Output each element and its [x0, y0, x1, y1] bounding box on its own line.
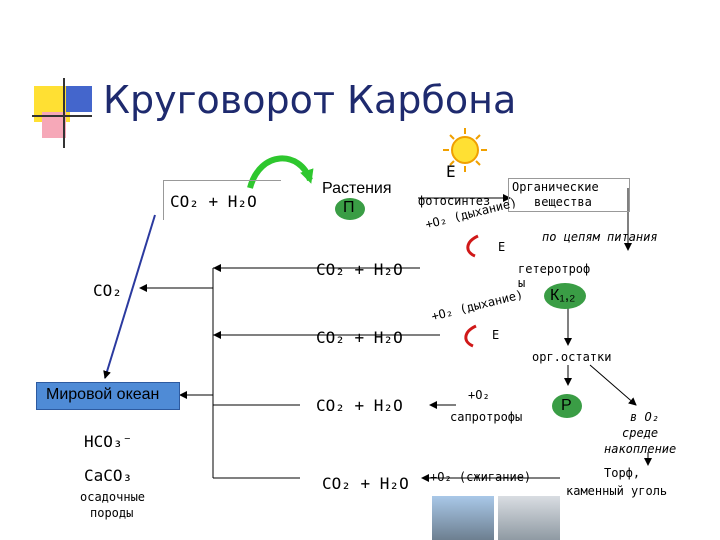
food-chains-label: по цепям питания — [542, 230, 658, 244]
saprotrophs-label: сапротрофы — [450, 410, 523, 424]
organic-line2: вещества — [534, 195, 592, 209]
co2-water-label: CO₂ + H₂O — [170, 192, 257, 211]
heterotrophs-line1: гетеротроф — [518, 262, 591, 276]
deco-horizontal-line — [32, 115, 92, 117]
sediments-line2: породы — [90, 506, 134, 520]
saprotrophs-o2: +O₂ — [468, 388, 490, 402]
energy-label-top: Е — [446, 162, 456, 181]
organic-line1: Органические — [512, 180, 599, 194]
heterotrophs-line2: ы — [518, 276, 526, 290]
saprotrophs-code: Р — [561, 397, 572, 414]
organic-box — [508, 178, 630, 212]
no-o2-line3: накопление — [604, 442, 677, 456]
co2-line-4: CO₂ + H₂O — [322, 474, 409, 493]
co2-label: CO₂ — [93, 281, 122, 300]
deco-blue-square — [66, 86, 92, 112]
sun-icon — [443, 128, 487, 172]
org-remains-label: орг.остатки — [532, 350, 612, 364]
plants-code-circle — [335, 198, 365, 220]
co2-line-3: CO₂ + H₂O — [316, 396, 403, 415]
deco-vertical-line — [63, 78, 65, 148]
co2-water-box — [163, 180, 281, 220]
page-title: Круговорот Карбона — [103, 78, 517, 122]
caco3-label: CaCO₃ — [84, 466, 133, 485]
co2-line-1: CO₂ + H₂O — [316, 260, 403, 279]
heterotrophs-code-circle — [544, 283, 586, 309]
peat-line2: каменный уголь — [566, 484, 668, 498]
green-arrow-to-plants — [247, 155, 314, 189]
red-arrow-2 — [464, 324, 477, 348]
ocean-label: Мировой океан — [46, 386, 160, 403]
saprotrophs-code-circle — [552, 394, 582, 418]
sediments-line1: осадочные — [80, 490, 146, 504]
ocean-box — [36, 382, 180, 410]
energy-label-1: Е — [498, 240, 506, 254]
energy-label-2: Е — [492, 328, 500, 342]
factory-photo — [498, 496, 560, 540]
no-o2-line1: в O₂ — [630, 410, 659, 424]
plants-label: Растения — [322, 180, 392, 197]
hco3-label: HCO₃⁻ — [84, 432, 133, 451]
car-photo — [432, 496, 494, 540]
no-o2-line2: среде — [622, 426, 659, 440]
red-arrow-1 — [466, 234, 479, 258]
combustion-label: +O₂ (сжигание) — [430, 470, 532, 484]
peat-line1: Торф, — [604, 466, 641, 480]
heterotrophs-code: К₁,₂ — [550, 287, 576, 304]
photosynthesis-label: фотосинтез — [418, 194, 491, 208]
plants-code: П — [343, 199, 355, 216]
co2-line-2: CO₂ + H₂O — [316, 328, 403, 347]
